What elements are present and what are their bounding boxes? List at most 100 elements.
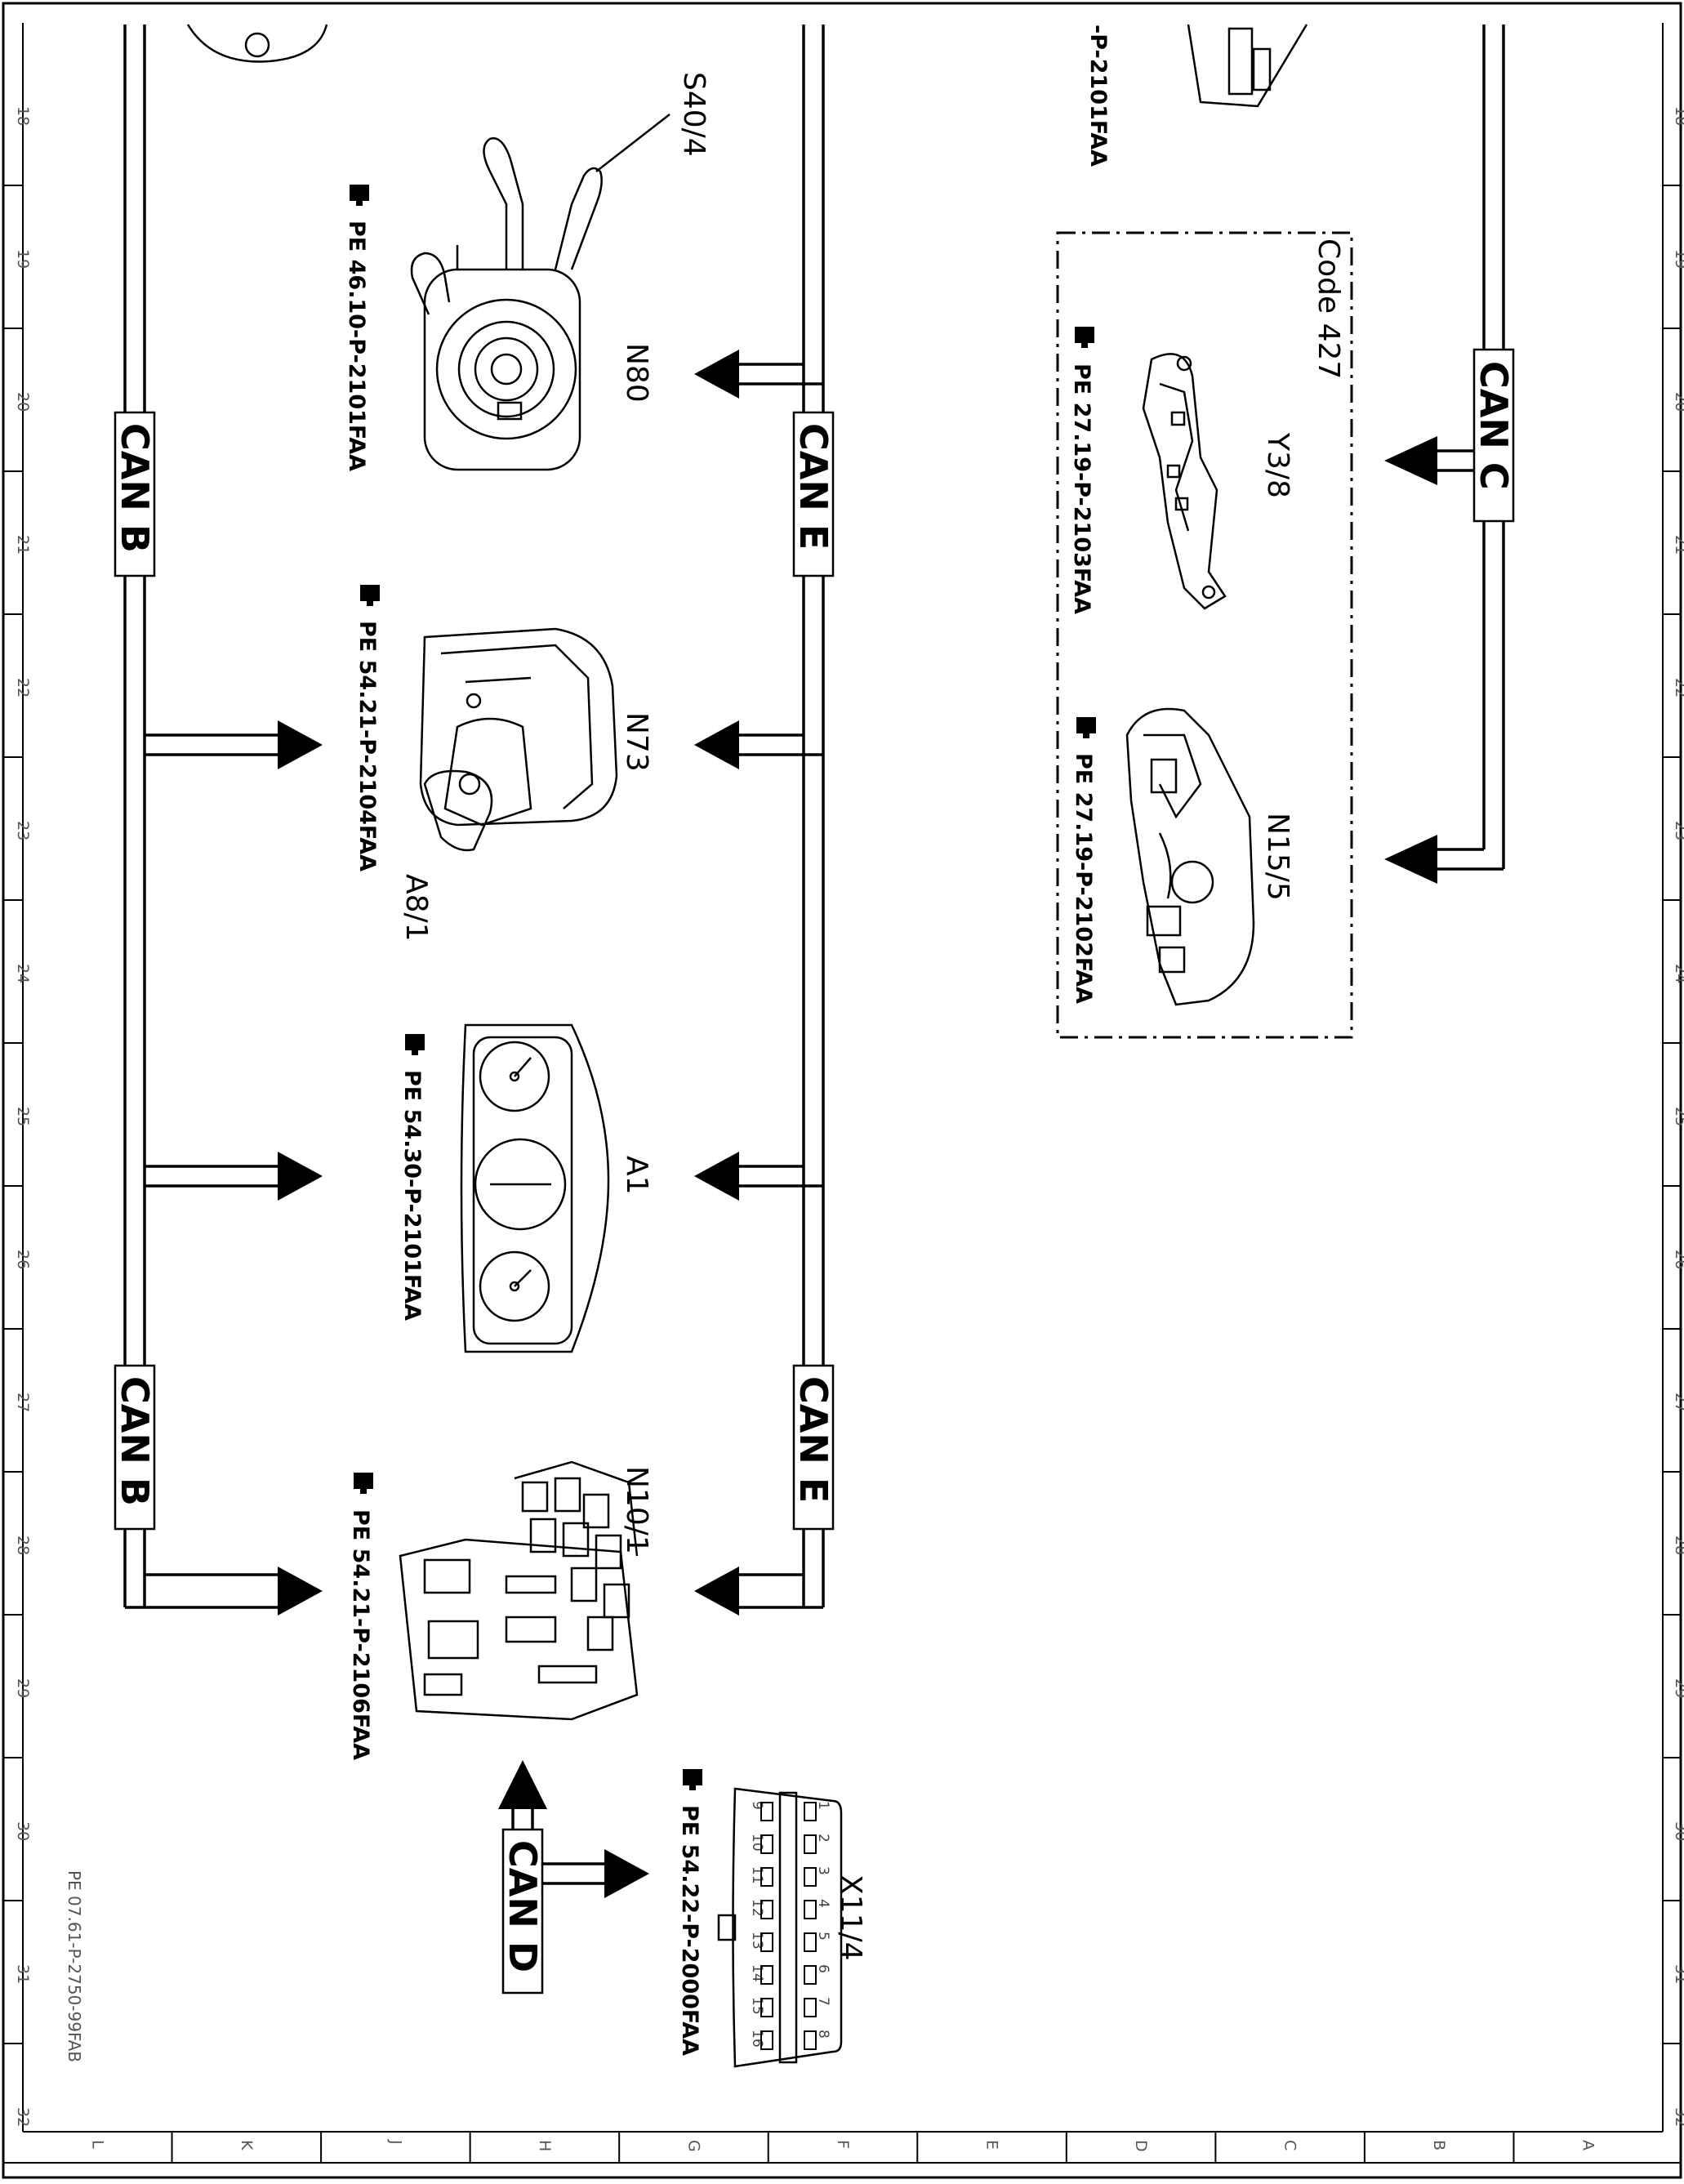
svg-text:PE 54.21-P-2104FAA: PE 54.21-P-2104FAA [354, 621, 380, 871]
row-number-right: 21 [1672, 535, 1684, 555]
row-number-left: 26 [14, 1250, 32, 1269]
row-number-left: 31 [14, 1964, 32, 1984]
sam-control-unit-n10-1-drawing [399, 1460, 639, 1721]
arrow-to-a1-from-can-e [694, 1152, 739, 1201]
can-d-label: CAN D [501, 1828, 545, 1995]
row-number-left: 28 [14, 1535, 32, 1555]
obd-pin-socket [760, 1867, 773, 1887]
ref-n73[interactable]: PE 54.21-P-2104FAA [354, 585, 380, 871]
svg-text:CAN C: CAN C [1472, 361, 1516, 490]
label-n73: N73 [620, 712, 653, 772]
ref-a1[interactable]: PE 54.30-P-2101FAA [399, 1034, 425, 1321]
row-number-right: 25 [1672, 1107, 1684, 1126]
obd-pin-socket [804, 1998, 817, 2017]
obd-pin-label: 8 [815, 2030, 831, 2039]
obd-pin-socket [760, 1802, 773, 1821]
label-n15-5: N15/5 [1261, 813, 1294, 901]
row-number-right: 18 [1672, 106, 1684, 126]
row-number-right: 31 [1672, 1964, 1684, 1984]
obd-pin-label: 10 [749, 1834, 765, 1852]
column-letter: D [1132, 2140, 1150, 2152]
pointer-hand-icon [1076, 717, 1096, 738]
obd-pin-label: 2 [815, 1834, 831, 1843]
row-number-right: 20 [1672, 392, 1684, 412]
ref-n10-1[interactable]: PE 54.21-P-2106FAA [348, 1473, 373, 1760]
row-number-left: 22 [14, 678, 32, 698]
row-number-right: 23 [1672, 821, 1684, 840]
arrow-to-y3-8-from-can-c [1384, 436, 1437, 485]
ref-y3-8[interactable]: PE 27.19-P-2103FAA [1069, 327, 1094, 614]
row-number-right: 28 [1672, 1535, 1684, 1555]
code-427-label: Code 427 [1312, 238, 1345, 379]
row-number-left: 21 [14, 535, 32, 555]
column-letter: K [238, 2140, 256, 2151]
electronic-selector-module-n15-5-drawing [1125, 707, 1255, 1006]
label-x11-4: X11/4 [834, 1874, 867, 1961]
obd-pin-socket [760, 1965, 773, 1985]
document-ref-footer: PE 07.61-P-2750-99FAB [65, 1870, 84, 2062]
row-number-left: 18 [14, 106, 32, 126]
arrow-to-n10-1-from-can-b [278, 1567, 323, 1616]
arrow-to-n73-from-can-b [278, 720, 323, 769]
obd-pin-label: 6 [815, 1964, 831, 1973]
ref-n80[interactable]: PE 46.10-P-2101FAA [344, 185, 369, 471]
can-e-bus-wires [739, 25, 825, 1609]
partial-component-top-right [1187, 24, 1308, 108]
ignition-lock-n73-drawing [419, 627, 618, 852]
transmission-control-unit-y3-8-drawing [1142, 353, 1227, 610]
ref-n15-5[interactable]: PE 27.19-P-2102FAA [1071, 717, 1096, 1004]
can-b-bus-wires [123, 25, 286, 1609]
can-c-label: CAN C [1472, 348, 1516, 523]
obd-pin-socket [804, 1867, 817, 1887]
row-number-right: 32 [1672, 2107, 1684, 2127]
row-number-left: 25 [14, 1107, 32, 1126]
svg-text:PE 54.30-P-2101FAA: PE 54.30-P-2101FAA [399, 1070, 425, 1321]
arrow-to-n15-5-from-can-c [1384, 835, 1437, 884]
arrow-to-n10-1-from-can-d [498, 1760, 547, 1809]
obd-pin-socket [760, 1834, 773, 1854]
column-letter: A [1579, 2140, 1597, 2151]
svg-text:PE 54.21-P-2106FAA: PE 54.21-P-2106FAA [348, 1509, 373, 1760]
row-ruler-ticks [3, 185, 1681, 2044]
obd-pin-label: 9 [749, 1801, 765, 1810]
svg-text:CAN D: CAN D [501, 1840, 545, 1972]
row-number-left: 32 [14, 2107, 32, 2127]
column-letter: L [88, 2140, 106, 2149]
row-number-left: 23 [14, 821, 32, 840]
ref-x11-4[interactable]: PE 54.22-P-2000FAA [677, 1769, 702, 2056]
obd-pin-label: 4 [815, 1899, 831, 1908]
row-number-left: 27 [14, 1393, 32, 1412]
svg-text:CAN E: CAN E [791, 423, 835, 550]
obd-pin-socket [804, 1802, 817, 1821]
row-number-left: 29 [14, 1678, 32, 1698]
obd-pin-label: 1 [815, 1801, 831, 1810]
can-b-label-upper: CAN B [113, 411, 157, 577]
column-letter: F [834, 2140, 852, 2149]
obd-pin-label: 12 [749, 1899, 765, 1917]
row-number-right: 24 [1672, 964, 1684, 983]
svg-text:PE 46.10-P-2101FAA: PE 46.10-P-2101FAA [344, 221, 369, 471]
obd-pin-socket [760, 1998, 773, 2017]
row-number-right: 26 [1672, 1250, 1684, 1269]
column-letter: B [1430, 2140, 1448, 2151]
obd-pin-label: 5 [815, 1932, 831, 1941]
label-n10-1: N10/1 [620, 1466, 653, 1554]
row-number-left: 20 [14, 392, 32, 412]
obd-pin-socket [760, 2030, 773, 2050]
code-427-option-box [1056, 231, 1353, 1039]
pointer-hand-icon [350, 185, 369, 206]
obd-pin-socket [760, 1932, 773, 1952]
label-s40-4: S40/4 [677, 72, 711, 157]
column-letter: C [1281, 2140, 1299, 2151]
row-number-right: 19 [1672, 249, 1684, 269]
column-letter: J [386, 2139, 404, 2145]
arrow-to-a1-from-can-b [278, 1152, 323, 1201]
signal-arrows [278, 350, 1437, 1898]
obd-pin-socket [804, 1900, 817, 1919]
